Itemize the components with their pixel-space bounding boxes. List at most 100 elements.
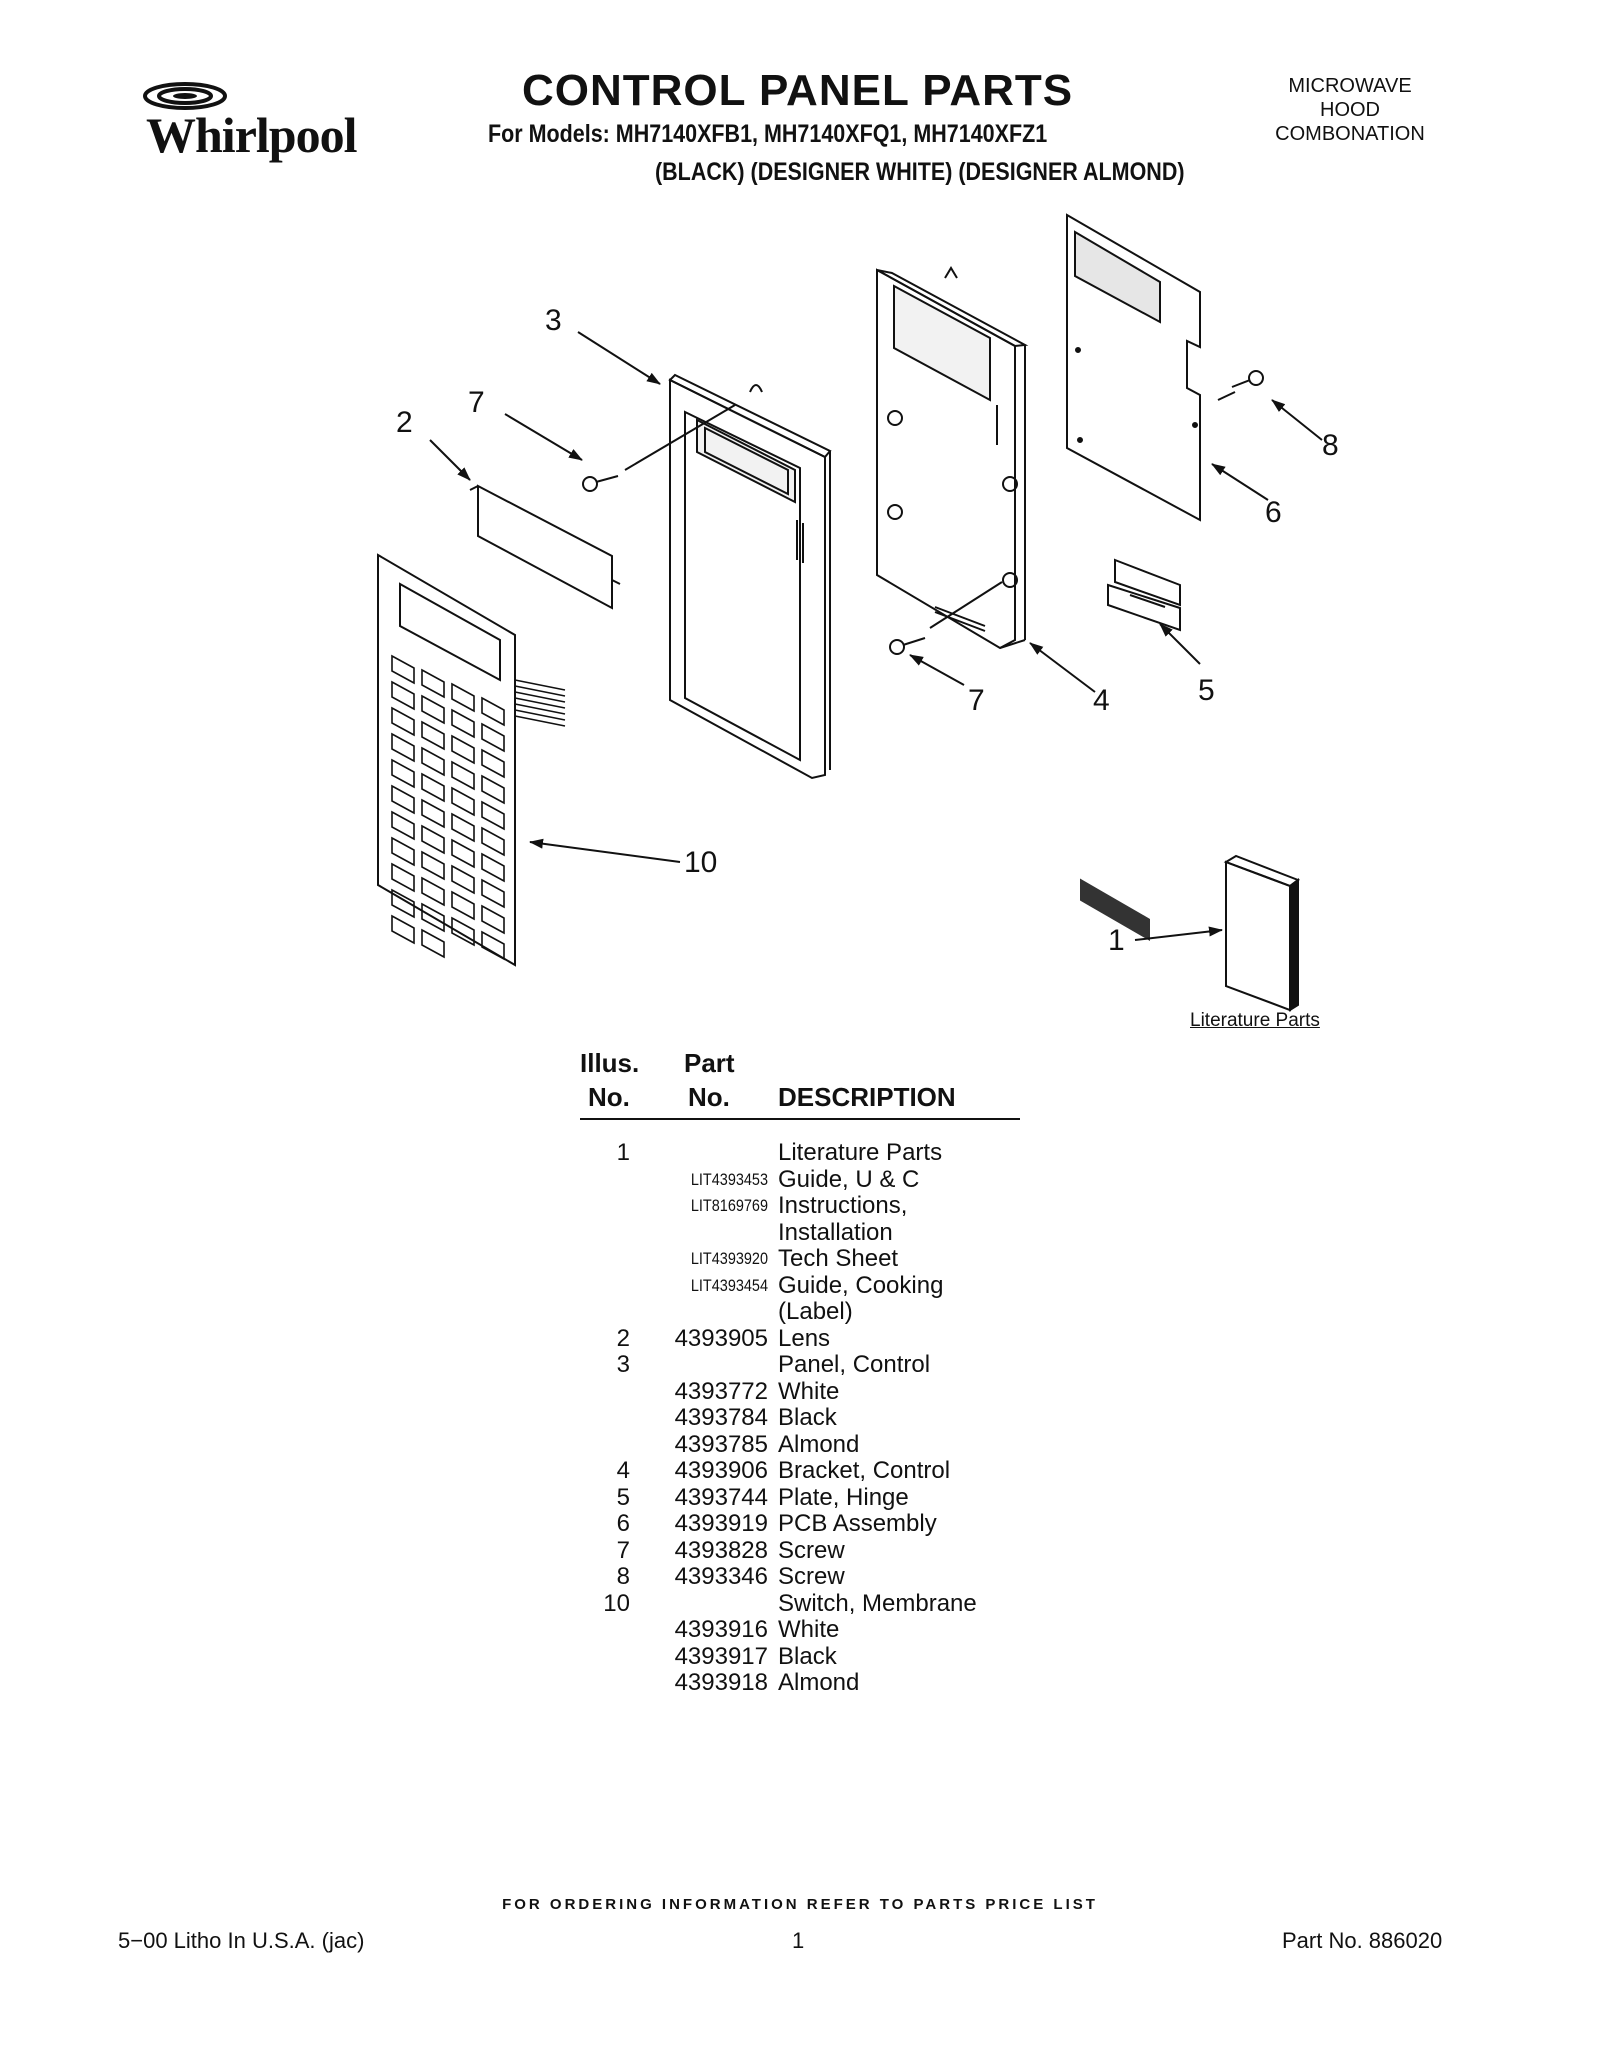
part-number: 4393918 [674,1669,768,1696]
keypad-key [481,904,505,935]
part-number: 4393828 [674,1536,768,1564]
illus-number: 5 [616,1483,630,1511]
illus-number: 4 [616,1457,630,1484]
keypad-key [421,798,445,829]
table-row: LIT4393920 Tech Sheet [580,1245,1020,1273]
keypad-key [481,852,505,883]
ordering-note: FOR ORDERING INFORMATION REFER TO PARTS … [502,1896,1098,1913]
keypad-key [481,930,505,961]
keypad-key [391,862,415,893]
table-row: 4393785 Almond [580,1430,1020,1459]
callout-label: 4 [1093,684,1110,717]
part-number: 4393772 [674,1377,768,1405]
callout-label: 7 [968,684,985,717]
part-description: Installation [778,1218,893,1246]
part-description: Lens [778,1324,831,1352]
keypad-key [421,876,445,907]
keypad-key [391,706,415,737]
part-description: Screw [778,1536,845,1564]
keypad-key [451,812,475,843]
callout-label: 5 [1198,674,1215,707]
control-panel-part [668,373,832,780]
keypad-key [451,786,475,817]
literature-booklet-part [1223,854,1301,1012]
illus-number: 8 [616,1563,630,1590]
screw-part [889,637,926,655]
page-number: 1 [792,1928,805,1953]
keypad-key [451,734,475,765]
variants-line: (BLACK) (DESIGNER WHITE) (DESIGNER ALMON… [655,158,1185,186]
keypad-key [391,680,415,711]
screw-part [1231,370,1264,388]
part-number: 4393905 [674,1324,768,1352]
keypad-key [451,864,475,895]
keypad-key [421,668,445,699]
keypad-key [421,746,445,777]
callout-label: 7 [468,386,485,419]
page-title: CONTROL PANEL PARTS [522,66,1074,115]
part-description: Screw [778,1563,845,1590]
keypad-key [391,784,415,815]
part-description: (Label) [778,1298,853,1325]
part-number: LIT4393453 [690,1169,768,1189]
keypad-key [481,696,505,727]
keypad-key [481,774,505,805]
illus-number: 10 [603,1589,630,1617]
table-header: Illus. No. Part No. DESCRIPTION [580,1048,1020,1120]
keypad-key [451,838,475,869]
part-description: Tech Sheet [778,1245,899,1272]
keypad-key [481,800,505,831]
table-row: 7 4393828 Screw [580,1536,1020,1565]
product-type: MICROWAVE HOOD COMBONATION [1260,74,1440,146]
exploded-parts-diagram: 3 7 2 8 6 7 4 5 10 1 [377,213,1339,1012]
part-description: Almond [778,1430,860,1458]
control-bracket-part [876,266,1029,650]
product-type-line: MICROWAVE [1288,75,1412,97]
table-row: (Label) [580,1298,1020,1326]
part-number: 4393346 [674,1563,768,1590]
part-description: Panel, Control [778,1351,931,1378]
part-description: PCB Assembly [778,1510,937,1537]
part-description: Guide, Cooking [778,1271,944,1299]
header-description: DESCRIPTION [778,1082,956,1112]
keypad-key [481,878,505,909]
screw-part [582,475,619,492]
part-description: Bracket, Control [778,1457,951,1484]
keypad-key [451,890,475,921]
callout-label: 2 [396,406,413,439]
part-number: LIT4393920 [690,1249,768,1268]
part-number: 4393784 [674,1404,768,1431]
brand-logo: Whirlpool [146,107,357,163]
header-illus-no: No. [588,1082,630,1112]
keypad-key [421,850,445,881]
pcb-assembly-part [1066,213,1201,941]
keypad-key [451,708,475,739]
header-illus: Illus. [580,1048,640,1078]
part-description: White [778,1616,840,1643]
illus-number: 2 [616,1324,630,1352]
part-number: 4393785 [674,1430,768,1458]
litho-info: 5−00 Litho In U.S.A. (jac) [118,1928,365,1953]
keypad-key [391,758,415,789]
keypad-key [391,914,415,945]
part-number: LIT8169769 [690,1196,768,1215]
callout-label: 6 [1265,496,1282,529]
keypad-key [421,824,445,855]
part-description: White [778,1377,840,1405]
part-number: 4393917 [674,1642,768,1670]
keypad-key [481,748,505,779]
header-part-no: No. [688,1082,730,1112]
keypad-key [421,902,445,933]
illus-number: 7 [616,1536,630,1564]
keypad-key [451,916,475,947]
membrane-switch-part [377,553,566,967]
